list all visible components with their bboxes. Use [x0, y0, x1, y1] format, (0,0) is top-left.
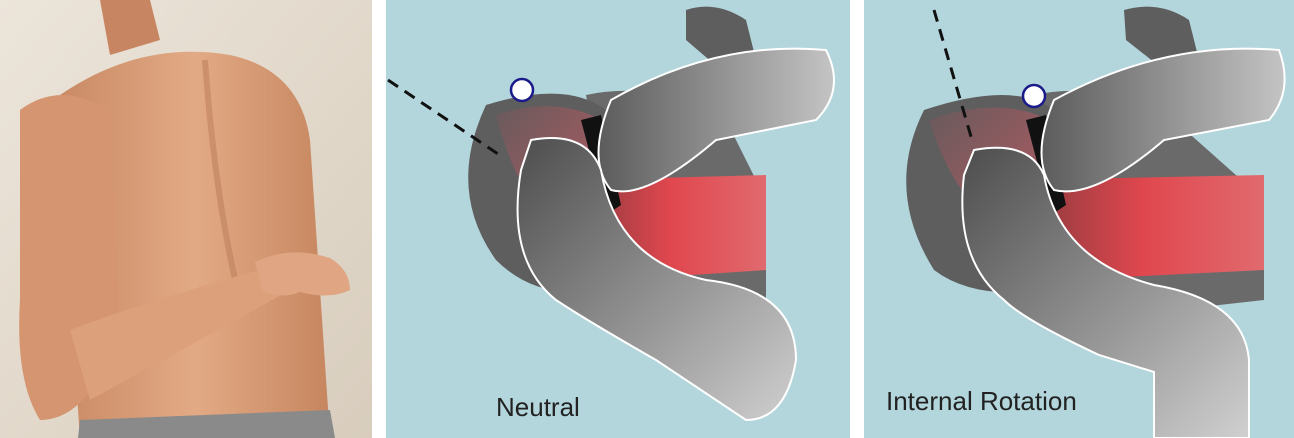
acromion-marker-icon — [511, 79, 533, 101]
acromion-marker-icon — [1023, 85, 1045, 107]
internal-rotation-diagram — [864, 0, 1294, 438]
neutral-diagram — [386, 0, 850, 438]
patient-photo-panel — [0, 0, 372, 438]
caption-internal-rotation: Internal Rotation — [886, 386, 1077, 417]
internal-rotation-diagram-panel: Internal Rotation — [864, 0, 1294, 438]
caption-neutral: Neutral — [496, 392, 580, 423]
neutral-diagram-panel: Neutral — [386, 0, 850, 438]
patient-photo — [0, 0, 372, 438]
